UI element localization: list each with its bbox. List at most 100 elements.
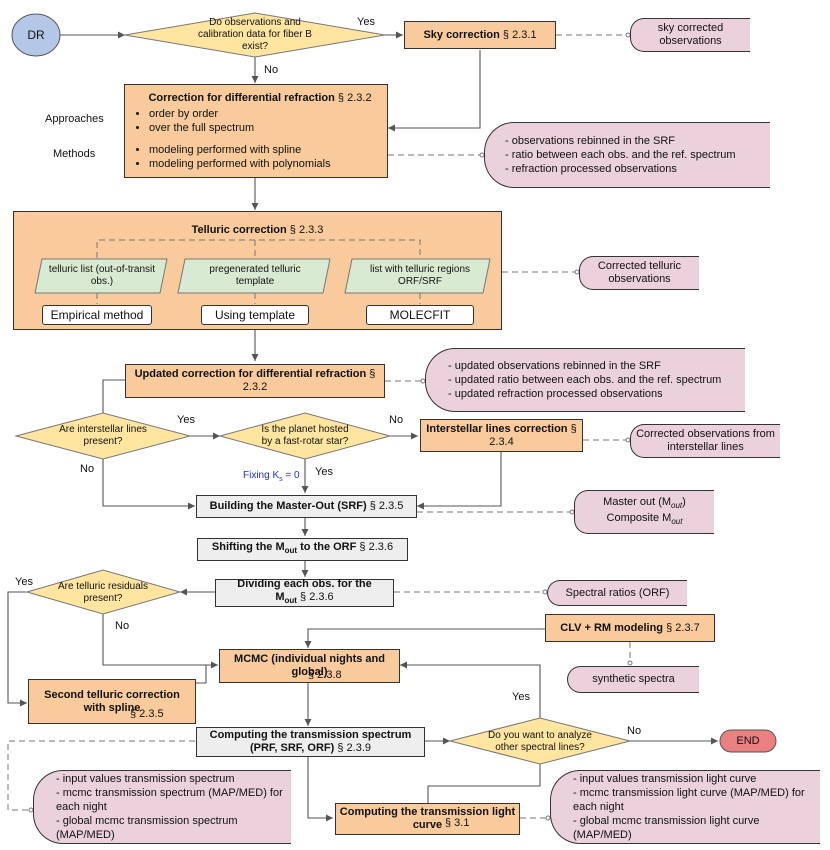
label-yes-fastrot: Yes [315, 466, 333, 478]
telluric-ref: § 2.3.3 [289, 224, 324, 236]
transmission-output-item: input values transmission spectrum [56, 772, 291, 786]
dash-dot-clv [627, 660, 633, 666]
decision-telluric-res-text: Are telluric residuals present? [57, 581, 149, 604]
edge-second-mcmc [196, 665, 207, 684]
updated-output-item: updated observations rebinned in the SRF [448, 359, 721, 373]
updated-diffref-ref: § 2.3.2 [242, 368, 376, 393]
label-yes-telluric-res: Yes [15, 576, 33, 588]
telluric-input-2: pregenerated telluric template [209, 264, 301, 287]
dividing-m: Mout [275, 591, 297, 606]
edge-interstellar-masterout [417, 452, 502, 510]
fixing-ks-label: Fixing Ks = 0 [243, 470, 300, 483]
lightcurve-ref: § 3.1 [445, 817, 470, 829]
approach-item: over the full spectrum [149, 121, 254, 135]
method-item: modeling performed with spline [149, 143, 331, 157]
telluric-method-template: Using template [201, 305, 309, 325]
mcmc-ref: § 2.3.8 [308, 669, 342, 681]
shifting-ref: § 2.3.6 [359, 541, 394, 554]
updated-diffref-box: Updated correction for differential refr… [125, 364, 385, 398]
telluric-method-molecfit: MOLECFIT [366, 305, 474, 325]
diffref-output-item: refraction processed observations [505, 162, 736, 176]
label-yes-fiber: Yes [357, 16, 375, 28]
sky-output: sky corrected observations [630, 18, 750, 52]
approaches-label: Approaches [45, 113, 104, 125]
updated-output-list: updated observations rebinned in the SRF… [448, 359, 722, 401]
diffref-ref: § 2.3.2 [337, 92, 372, 104]
label-no-telluric-res: No [115, 620, 130, 632]
label-yes-interstellar: Yes [177, 414, 195, 426]
lightcurve-output-item: input values transmission light curve [573, 772, 820, 786]
sky-correction-box: Sky correction § 2.3.1 [404, 21, 556, 49]
diffref-output-item: observations rebinned in the SRF [505, 134, 736, 148]
edge-transmission-lightcurve [307, 756, 333, 822]
edge-q-telluric-second [7, 591, 27, 707]
dividing-output: Spectral ratios (ORF) [547, 580, 687, 606]
second-telluric-title: Second telluric correction with spline [44, 688, 180, 714]
lightcurve-box: Computing the transmission light curve [335, 803, 520, 835]
dividing-title: Dividing each obs. for the [237, 578, 372, 591]
second-telluric-ref: § 2.3.5 [130, 708, 164, 720]
transmission-sub: (PRF, SRF, ORF) [249, 742, 335, 754]
edge-q-interstellar-masterout [102, 459, 195, 510]
transmission-output-list: input values transmission spectrum mcmc … [56, 772, 291, 842]
masterout-output: Master out (Mout) Composite Mout [574, 490, 714, 534]
lightcurve-output-item: global mcmc transmission light curve (MA… [573, 814, 820, 842]
sky-correction-title: Sky correction [423, 28, 500, 41]
end-label: END [736, 735, 760, 747]
edge-sky-diffref [388, 50, 481, 132]
approach-item: order by order [149, 107, 254, 121]
label-no-fiber: No [264, 64, 279, 76]
decision-fastrot-text: Is the planet hosted by a fast-rotar sta… [261, 424, 349, 447]
interstellar-box: Interstellar lines correction § 2.3.4 [420, 419, 583, 452]
clv-title: CLV + RM modeling [560, 621, 664, 634]
decision-fiber-b-text: Do observations and calibration data for… [198, 17, 312, 52]
telluric-title: Telluric correction [191, 224, 287, 236]
clv-box: CLV + RM modeling § 2.3.7 [545, 614, 715, 642]
telluric-input-1: telluric list (out-of-transit obs.) [48, 264, 156, 287]
mcmc-title: MCMC (individual nights and global) [234, 653, 385, 678]
telluric-method-empirical: Empirical method [42, 305, 152, 325]
sky-correction-ref: § 2.3.1 [502, 28, 537, 41]
diffref-methods-list: modeling performed with spline modeling … [133, 143, 331, 171]
mcmc-box: MCMC (individual nights and global) [219, 649, 400, 683]
lightcurve-output-item: mcmc transmission light curve (MAP/MED) … [573, 786, 820, 814]
shifting-box: Shifting the Mout to the ORF § 2.3.6 [197, 538, 408, 561]
transmission-ref: § 2.3.9 [337, 742, 372, 754]
masterout-ref: § 2.3.5 [369, 500, 404, 512]
diffref-box: Correction for differential refraction §… [124, 84, 388, 178]
label-no-interstellar: No [80, 463, 95, 475]
shifting-title: Shifting the Mout to the ORF [211, 541, 357, 556]
diffref-title: Correction for differential refraction [148, 92, 335, 104]
label-no-fastrot: No [389, 414, 404, 426]
transmission-output: input values transmission spectrum mcmc … [33, 770, 291, 844]
interstellar-ref: § 2.3.4 [489, 422, 577, 448]
interstellar-output: Corrected observations from interstellar… [630, 424, 780, 458]
diffref-output-list: observations rebinned in the SRF ratio b… [505, 134, 736, 176]
interstellar-title: Interstellar lines correction [426, 422, 568, 435]
updated-output-item: updated refraction processed observation… [448, 387, 721, 401]
start-label: DR [27, 28, 45, 42]
telluric-output: Corrected telluric observations [579, 256, 699, 290]
telluric-input-3: list with telluric regions ORF/SRF [369, 264, 471, 287]
clv-output: synthetic spectra [567, 666, 699, 693]
updated-output: updated observations rebinned in the SRF… [425, 348, 745, 412]
masterout-title: Building the Master-Out (SRF) [209, 500, 367, 512]
transmission-output-item: global mcmc transmission spectrum (MAP/M… [56, 814, 291, 842]
label-no-other-lines: No [627, 725, 642, 737]
clv-ref: § 2.3.7 [666, 621, 700, 634]
diffref-output: observations rebinned in the SRF ratio b… [484, 122, 770, 188]
method-item: modeling performed with polynomials [149, 157, 331, 171]
lightcurve-output-list: input values transmission light curve mc… [573, 772, 820, 842]
dividing-ref: § 2.3.6 [300, 591, 334, 604]
lightcurve-output: input values transmission light curve mc… [550, 770, 820, 844]
diffref-approaches-list: order by order over the full spectrum [133, 107, 254, 135]
methods-label: Methods [53, 148, 96, 160]
diffref-output-item: ratio between each obs. and the ref. spe… [505, 148, 736, 162]
second-telluric-box: Second telluric correction with spline [28, 679, 196, 724]
lightcurve-title: Computing the transmission light curve [339, 806, 516, 831]
masterout-output-2: Composite Mout [606, 512, 683, 527]
decision-other-lines-text: Do you want to analyze other spectral li… [488, 730, 592, 753]
edge-updated-q-interstellar [102, 379, 125, 413]
updated-diffref-title: Updated correction for differential refr… [134, 368, 367, 380]
masterout-box: Building the Master-Out (SRF) § 2.3.5 [196, 495, 417, 518]
